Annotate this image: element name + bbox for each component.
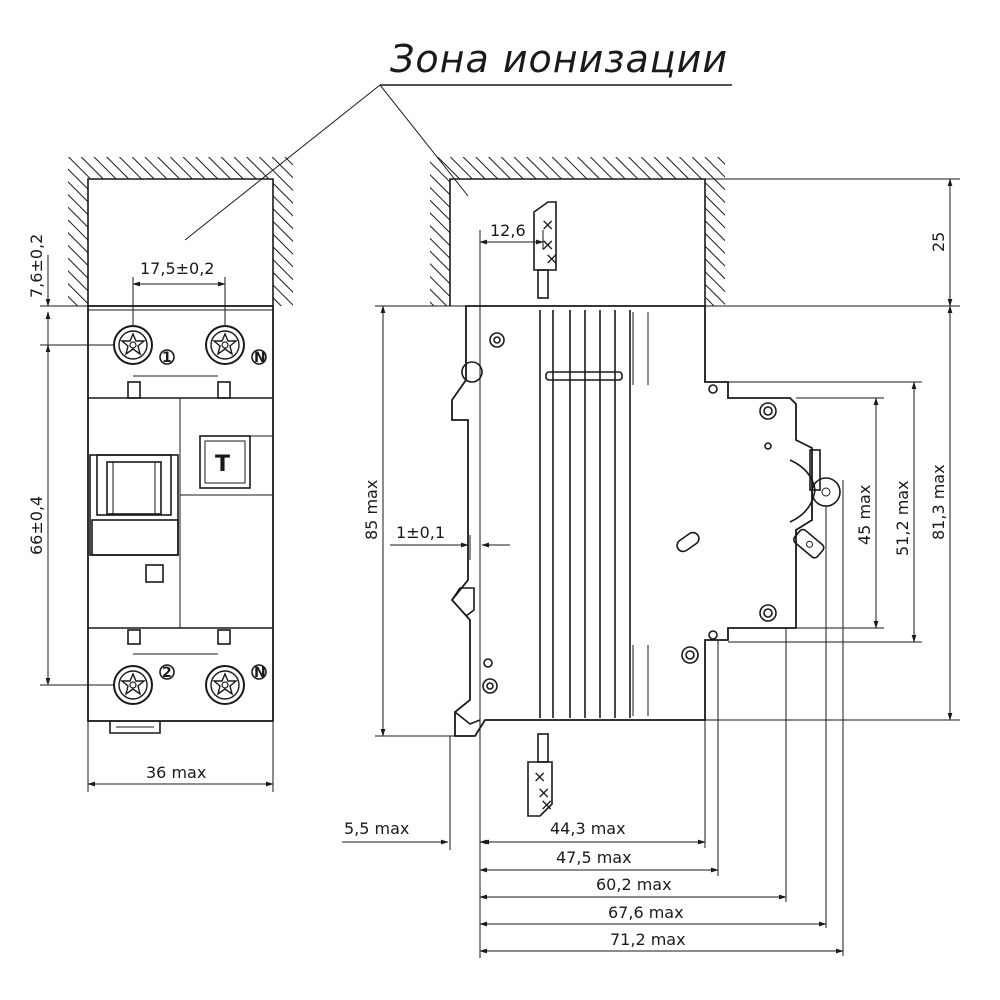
dim-rail-gap: 1±0,1 — [390, 523, 510, 560]
screw-terminal-n-bottom — [205, 665, 245, 705]
dim-rail-gap-label: 1±0,1 — [396, 523, 445, 542]
terminal-mark-1: 1 — [162, 350, 172, 366]
screw-terminal-n-top — [205, 325, 245, 365]
screw-terminal-2 — [113, 665, 153, 705]
dim-81-label: 81,3 max — [929, 464, 948, 540]
dim-45: 45 max — [796, 397, 884, 629]
front-left-hatch — [68, 179, 88, 306]
dim-wire-offset-label: 12,6 — [490, 221, 526, 240]
dim-top-zone: 25 — [705, 178, 960, 307]
dim-width-label: 36 max — [146, 763, 206, 782]
dim-51: 51,2 max — [728, 381, 922, 643]
dim-67-label: 67,6 max — [608, 903, 684, 922]
svg-text:×: × — [541, 215, 554, 234]
dim-45-label: 45 max — [855, 485, 874, 545]
side-body — [450, 305, 813, 737]
svg-text:×: × — [545, 249, 558, 268]
ionization-zone-callout: Зона ионизации — [184, 37, 732, 241]
dim-51-label: 51,2 max — [893, 480, 912, 556]
dim-terminal-spacing-label: 17,5±0,2 — [140, 259, 214, 278]
dim-44-label: 44,3 max — [550, 819, 626, 838]
side-right-hatch — [705, 179, 725, 306]
terminal-mark-n-top: N — [254, 350, 266, 366]
dim-top-clearance: 7,6±0,2 — [27, 234, 88, 345]
dim-5-label: 5,5 max — [344, 819, 409, 838]
test-button-label: T — [215, 452, 230, 477]
dim-top-zone-label: 25 — [929, 232, 948, 252]
dim-71-label: 71,2 max — [610, 930, 686, 949]
right-mechanism — [789, 449, 841, 559]
side-top-hatch — [430, 157, 725, 179]
svg-text:×: × — [533, 767, 546, 786]
dim-47-label: 47,5 max — [556, 848, 632, 867]
dim-width: 36 max — [87, 721, 274, 792]
front-right-hatch — [273, 179, 293, 306]
dim-terminal-height-label: 66±0,4 — [27, 496, 46, 555]
bottom-wire: × × × — [527, 733, 553, 817]
dim-60-label: 60,2 max — [596, 875, 672, 894]
dim-height: 85 max — [362, 305, 466, 737]
dim-terminal-height: 66±0,4 — [27, 344, 114, 686]
toggle-lever — [89, 454, 179, 556]
svg-text:×: × — [540, 795, 553, 814]
dim-wire-offset: 12,6 — [479, 221, 544, 306]
ionization-zone-title: Зона ионизации — [390, 37, 728, 81]
side-left-hatch — [430, 179, 450, 306]
svg-text:×: × — [537, 783, 550, 802]
test-button: T — [180, 435, 273, 496]
terminal-mark-n-bottom: N — [254, 665, 266, 681]
top-wire: × × × — [533, 201, 558, 299]
side-view: × × × — [342, 157, 960, 958]
dim-terminal-spacing: 17,5±0,2 — [132, 259, 226, 326]
screw-terminal-1 — [113, 325, 153, 365]
indicator-window — [145, 564, 164, 583]
front-top-hatch — [68, 157, 293, 179]
dim-81: 81,3 max — [705, 305, 960, 721]
bottom-dimensions: 5,5 max 44,3 max 47,5 max 60,2 max 67,6 … — [342, 480, 844, 958]
dim-top-clearance-label: 7,6±0,2 — [27, 234, 46, 298]
terminal-mark-2: 2 — [162, 665, 172, 681]
front-view: 1 N T — [27, 157, 293, 792]
dim-height-label: 85 max — [362, 480, 381, 540]
svg-text:×: × — [541, 235, 554, 254]
